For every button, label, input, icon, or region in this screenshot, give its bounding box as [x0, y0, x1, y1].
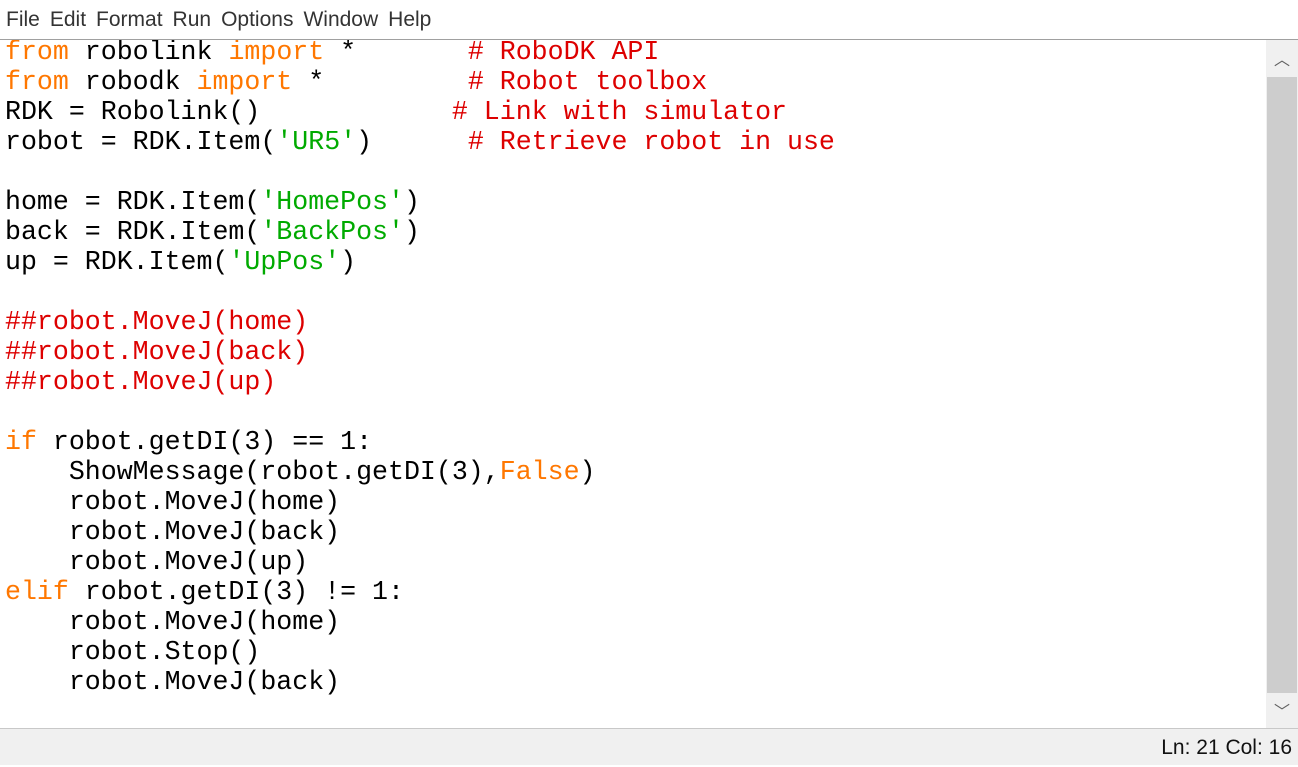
code-token-plain: robot.getDI(3) != 1: [68, 577, 404, 607]
code-token-plain: ) [340, 247, 357, 277]
code-token-plain: robot = RDK.Item( [5, 127, 277, 157]
code-line[interactable]: robot.MoveJ(back) [5, 517, 340, 547]
code-token-plain: robolink [68, 40, 229, 67]
menu-edit[interactable]: Edit [49, 8, 87, 31]
code-line[interactable]: ##robot.MoveJ(back) [5, 337, 308, 367]
code-token-plain: robot.MoveJ(home) [5, 607, 341, 637]
code-line[interactable]: robot = RDK.Item('UR5') # Retrieve robot… [5, 127, 835, 157]
code-line[interactable]: robot.Stop() [5, 637, 261, 667]
chevron-up-icon[interactable]: ︿ [1266, 40, 1298, 76]
code-token-plain: RDK = Robolink() [5, 97, 452, 127]
code-line[interactable]: ShowMessage(robot.getDI(3),False) [5, 457, 596, 487]
menu-format[interactable]: Format [96, 8, 163, 31]
code-line[interactable]: if robot.getDI(3) == 1: [5, 427, 372, 457]
code-token-plain: robodk [68, 67, 197, 97]
chevron-down-icon[interactable]: ﹀ [1266, 692, 1298, 728]
menu-window[interactable]: Window [303, 8, 379, 31]
code-token-comment: # Link with simulator [451, 97, 787, 127]
code-token-plain: ) [579, 457, 596, 487]
code-line[interactable]: back = RDK.Item('BackPos') [5, 217, 420, 247]
code-token-plain: * [324, 40, 468, 67]
code-token-comment: # Robot toolbox [467, 67, 708, 97]
code-token-plain: ) [403, 217, 420, 247]
code-line[interactable]: ##robot.MoveJ(home) [5, 307, 308, 337]
code-line[interactable]: RDK = Robolink() # Link with simulator [5, 97, 787, 127]
menu-file[interactable]: File [6, 8, 40, 31]
code-token-comment: ##robot.MoveJ(up) [5, 367, 277, 397]
code-token-plain: back = RDK.Item( [5, 217, 261, 247]
menu-options[interactable]: Options [221, 8, 294, 31]
code-token-plain: robot.getDI(3) == 1: [36, 427, 373, 457]
code-line[interactable]: from robodk import * # Robot toolbox [5, 67, 707, 97]
code-token-keyword: from [5, 40, 69, 67]
code-line[interactable]: from robolink import * # RoboDK API [5, 40, 659, 67]
code-token-comment: ##robot.MoveJ(home) [5, 307, 309, 337]
code-token-plain: ) [356, 127, 468, 157]
code-token-keyword: if [5, 427, 37, 457]
vertical-scrollbar[interactable]: ︿ ﹀ [1266, 40, 1298, 728]
code-token-plain: ) [403, 187, 420, 217]
code-line[interactable]: elif robot.getDI(3) != 1: [5, 577, 404, 607]
scroll-up-glyph: ︿ [1273, 52, 1290, 69]
code-token-plain: robot.MoveJ(back) [5, 517, 341, 547]
code-token-plain: up = RDK.Item( [5, 247, 229, 277]
scroll-down-glyph: ﹀ [1273, 704, 1290, 721]
code-line[interactable]: robot.MoveJ(home) [5, 487, 340, 517]
menu-bar: File Edit Format Run Options Window Help [0, 0, 1298, 40]
code-line[interactable]: robot.MoveJ(back) [5, 667, 340, 697]
scroll-thumb[interactable] [1267, 77, 1297, 693]
code-line[interactable]: robot.MoveJ(up) [5, 547, 308, 577]
code-token-string: 'UR5' [276, 127, 357, 157]
code-token-comment: ##robot.MoveJ(back) [5, 337, 309, 367]
code-token-plain: * [292, 67, 468, 97]
code-token-comment: # Retrieve robot in use [467, 127, 835, 157]
code-token-string: 'BackPos' [260, 217, 404, 247]
code-token-keyword: False [499, 457, 580, 487]
code-line[interactable]: ##robot.MoveJ(up) [5, 367, 276, 397]
code-token-keyword: import [196, 67, 293, 97]
code-token-string: 'UpPos' [228, 247, 341, 277]
code-token-plain: robot.MoveJ(up) [5, 547, 309, 577]
code-token-plain: home = RDK.Item( [5, 187, 261, 217]
code-token-plain: robot.MoveJ(home) [5, 487, 341, 517]
code-token-plain: robot.MoveJ(back) [5, 667, 341, 697]
code-token-plain: robot.Stop() [5, 637, 261, 667]
code-token-keyword: import [228, 40, 325, 67]
code-token-keyword: elif [5, 577, 69, 607]
code-line[interactable]: up = RDK.Item('UpPos') [5, 247, 356, 277]
menu-run[interactable]: Run [172, 8, 212, 31]
status-bar: Ln: 21 Col: 16 [0, 728, 1298, 765]
cursor-position: Ln: 21 Col: 16 [1161, 736, 1292, 759]
code-line[interactable]: robot.MoveJ(home) [5, 607, 340, 637]
code-line[interactable]: home = RDK.Item('HomePos') [5, 187, 420, 217]
code-token-keyword: from [5, 67, 69, 97]
code-token-string: 'HomePos' [260, 187, 404, 217]
menu-help[interactable]: Help [388, 8, 432, 31]
code-token-comment: # RoboDK API [467, 40, 660, 67]
code-token-plain: ShowMessage(robot.getDI(3), [5, 457, 500, 487]
